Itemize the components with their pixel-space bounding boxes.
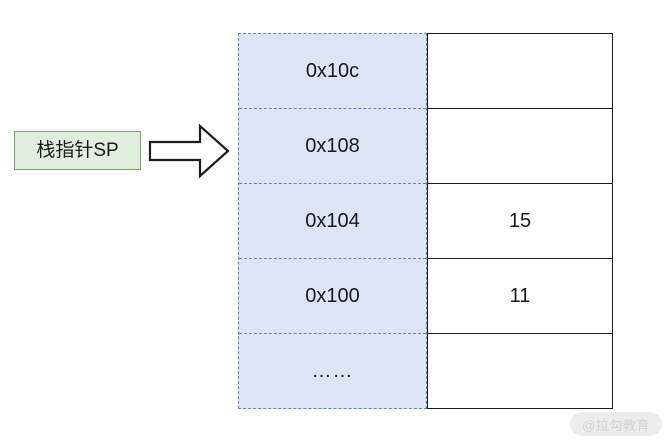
- memory-table: 0x10c 0x108 0x104 0x100 …… 15: [238, 33, 613, 409]
- value-cell: [428, 34, 612, 109]
- stack-pointer-label-text: 栈指针SP: [36, 140, 119, 161]
- address-text: 0x104: [305, 210, 360, 232]
- address-cell: 0x104: [239, 184, 426, 259]
- value-cell: 15: [428, 184, 612, 259]
- address-cell: 0x10c: [239, 34, 426, 109]
- address-cell: 0x100: [239, 259, 426, 334]
- right-block-arrow-icon: [148, 120, 232, 182]
- value-column: 15 11: [427, 33, 613, 409]
- address-text: 0x100: [305, 285, 360, 307]
- watermark-text: @拉勾教育: [582, 417, 650, 433]
- right-block-arrow-svg: [148, 123, 230, 179]
- value-text: 15: [508, 210, 532, 232]
- address-cell: 0x108: [239, 109, 426, 184]
- watermark: @拉勾教育: [570, 412, 662, 436]
- value-text: 11: [509, 285, 531, 307]
- address-text: ……: [311, 360, 354, 382]
- address-column: 0x10c 0x108 0x104 0x100 ……: [238, 33, 427, 409]
- address-text: 0x10c: [305, 60, 360, 82]
- address-text: 0x108: [305, 135, 360, 157]
- stack-pointer-label: 栈指针SP: [14, 131, 141, 170]
- address-cell-ellipsis: ……: [239, 334, 426, 408]
- value-cell: [428, 109, 612, 184]
- value-cell: 11: [428, 259, 612, 334]
- value-cell: [428, 334, 612, 408]
